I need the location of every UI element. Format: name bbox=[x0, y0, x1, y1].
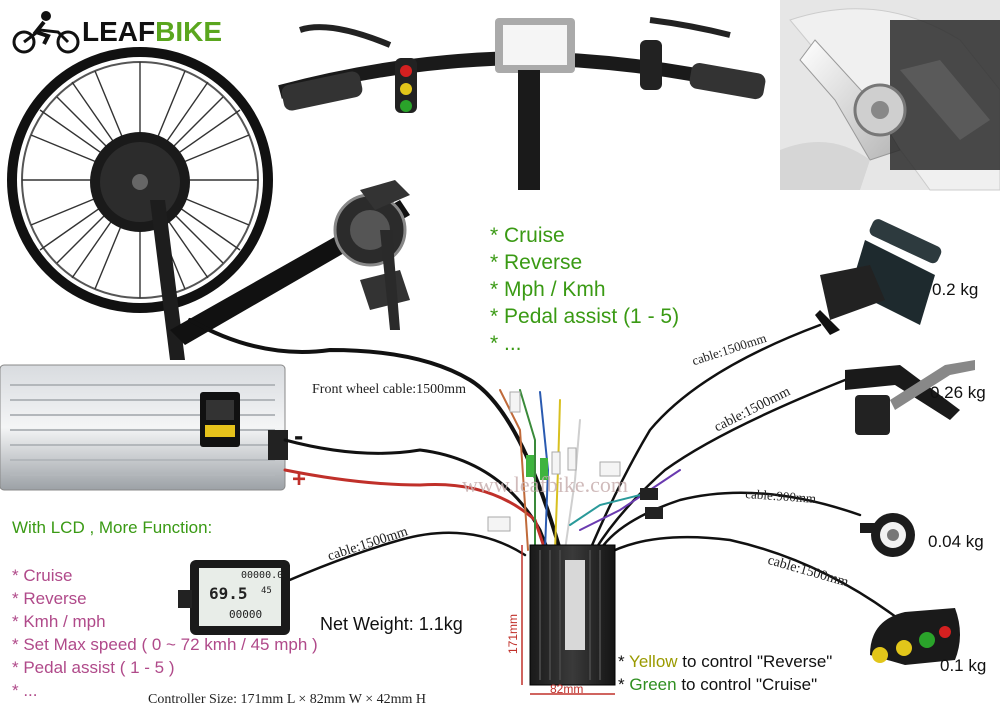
logo: LEAFBIKE bbox=[10, 10, 222, 54]
lcd-section-title: With LCD , More Function: bbox=[12, 518, 213, 537]
controller-illustration bbox=[521, 544, 616, 695]
lcd-level: 45 bbox=[261, 586, 272, 596]
fork-dropout-illustration bbox=[780, 0, 1000, 191]
yellow-word: Yellow bbox=[629, 652, 678, 671]
lcd-trip: 00000 bbox=[229, 608, 263, 621]
feature-list: * Cruise * Reverse * Mph / Kmh * Pedal a… bbox=[490, 222, 679, 357]
connectors bbox=[487, 391, 663, 532]
switch-weight: 0.1 kg bbox=[940, 656, 987, 675]
brake-lever-illustration bbox=[845, 360, 975, 435]
brake-weight: 0.26 kg bbox=[930, 383, 986, 402]
lcd-function-item: * Reverse bbox=[12, 589, 87, 608]
lcd-function-item: * Set Max speed ( 0 ~ 72 kmh / 45 mph ) bbox=[12, 635, 318, 654]
controller-length-label: 171mm bbox=[506, 613, 520, 654]
feature-item: * Mph / Kmh bbox=[490, 278, 606, 301]
lcd-function-item: * Pedal assist ( 1 - 5 ) bbox=[12, 658, 175, 677]
green-word: Green bbox=[629, 675, 677, 694]
logo-wordmark: LEAFBIKE bbox=[82, 16, 223, 47]
lcd-function-list: * Cruise * Reverse * Kmh / mph * Set Max… bbox=[12, 564, 318, 702]
lcd-function-item: * ... bbox=[12, 681, 38, 700]
battery-illustration bbox=[0, 364, 288, 491]
feature-item: * Cruise bbox=[490, 224, 565, 247]
lcd-odo: 00000.0 bbox=[241, 570, 284, 581]
cyclist-logo-icon bbox=[12, 11, 80, 54]
pas-weight: 0.04 kg bbox=[928, 532, 984, 551]
controller-size: Controller Size: 171mm L × 82mm W × 42mm… bbox=[148, 692, 427, 707]
feature-item: * ... bbox=[490, 332, 522, 355]
throttle-illustration bbox=[815, 219, 942, 335]
switch-note-green: * Green to control "Cruise" bbox=[618, 675, 818, 694]
watermark: www.leafbike.com bbox=[462, 472, 628, 497]
negative-label: - bbox=[294, 420, 304, 451]
feature-item: * Reverse bbox=[490, 251, 583, 274]
switch-illustration bbox=[870, 608, 960, 665]
switch-note-yellow: * Yellow to control "Reverse" bbox=[618, 652, 833, 671]
positive-label: + bbox=[292, 466, 307, 493]
pas-sensor-illustration bbox=[860, 513, 915, 557]
bike-frame bbox=[150, 180, 410, 360]
front-wheel-cable-label: Front wheel cable:1500mm bbox=[312, 382, 466, 397]
lcd-illustration bbox=[178, 560, 290, 635]
controller-width-label: 82mm bbox=[550, 682, 584, 696]
lcd-speed: 69.5 bbox=[209, 584, 248, 603]
lcd-screen: 00000.0 69.5 45 00000 bbox=[199, 568, 284, 626]
handlebar-illustration bbox=[278, 17, 766, 190]
hub-motor-wheel bbox=[7, 47, 273, 313]
wires bbox=[188, 318, 902, 622]
lcd-function-item: * Kmh / mph bbox=[12, 612, 106, 631]
feature-item: * Pedal assist (1 - 5) bbox=[490, 305, 680, 328]
lcd-function-item: * Cruise bbox=[12, 566, 73, 585]
net-weight: Net Weight: 1.1kg bbox=[320, 614, 463, 634]
throttle-weight: 0.2 kg bbox=[932, 280, 979, 299]
